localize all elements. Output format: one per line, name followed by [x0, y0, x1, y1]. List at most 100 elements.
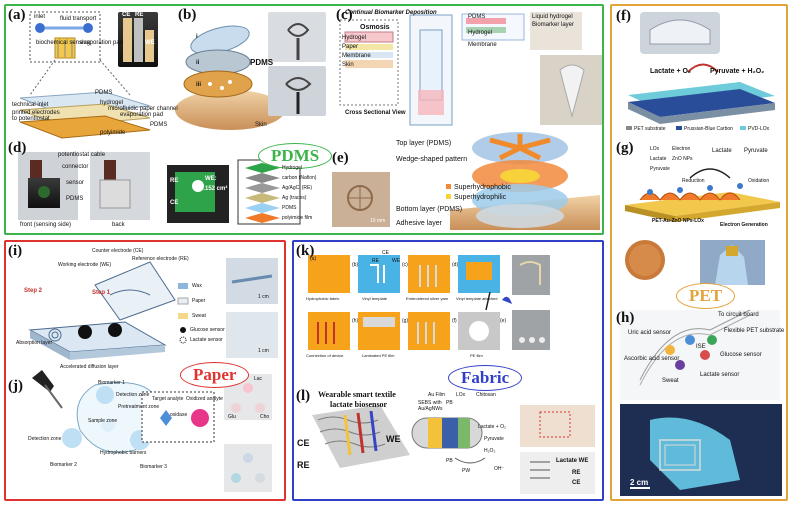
l-we: WE [386, 434, 401, 444]
k-s3: (c) [402, 262, 408, 268]
i-scale1: 1 cm [258, 294, 269, 300]
e-adhesive: Adhesive layer [396, 220, 442, 227]
g-zno: ZnO NPs [672, 156, 693, 162]
l-title1: Wearable smart textile [318, 390, 396, 399]
d-area: 0.152 cm² [200, 186, 228, 192]
e-phobic: Superhydrophobic [454, 184, 511, 191]
i-wax: Wax [192, 283, 202, 289]
f-lactate: Lactate + O₂ [650, 68, 692, 75]
g-lactate: Lactate [650, 156, 667, 162]
b-pdms: PDMS [250, 58, 274, 67]
j-oxid: Oxidized analyte [186, 396, 223, 402]
l-pbp: PB [446, 458, 453, 464]
l-lre: RE [572, 470, 581, 476]
k-c1: Hydrophobic fabric [306, 296, 340, 301]
panel-label-f: (f) [616, 8, 631, 24]
a-tech: technical inlet [12, 102, 49, 108]
j-b3: Biomarker 3 [140, 464, 167, 470]
i-glucose: Glucose sensor [190, 327, 225, 333]
a-evap: evaporation pad [80, 40, 124, 46]
d-sensor: sensor [66, 180, 85, 186]
a-to: to potentiostat [12, 116, 50, 122]
j-target: Target analyte [152, 396, 184, 402]
a-pdms: PDMS [95, 90, 113, 96]
k-we: WE [392, 258, 401, 264]
panel-c-art [339, 12, 602, 126]
panel-label-i: (i) [8, 243, 23, 259]
k-c6: Laminated PE film [362, 353, 395, 358]
a-we: WE [145, 40, 155, 46]
panel-label-h: (h) [616, 310, 635, 326]
fabric-frame [292, 240, 604, 501]
d-l4: Ag (traces) [282, 195, 307, 201]
panel-label-l: (l) [296, 388, 311, 404]
d-front: front (sensing side) [20, 222, 72, 228]
k-s5: (e) [500, 318, 507, 324]
g-pyruvate2: Pyruvate [744, 148, 768, 154]
i-accel: Accelerated diffusion layer [60, 364, 119, 370]
b-ii: ii [196, 60, 200, 66]
l-lactate: Lactate + O₂ [478, 424, 506, 430]
e-bottom: Bottom layer (PDMS) [396, 206, 463, 213]
a-ce: CE [122, 12, 131, 18]
i-paper: Paper [192, 298, 206, 304]
f-pvd: PVD-LOx [748, 126, 770, 132]
panel-d-art [18, 152, 301, 225]
category-fabric: Fabric [448, 365, 523, 391]
k-s4: (d) [452, 262, 459, 268]
h-lactate: Lactate sensor [700, 372, 740, 378]
j-pre: Pretreatment zone [118, 404, 160, 410]
k-s1: (a) [310, 256, 317, 262]
k-c2: Vinyl template [362, 296, 388, 301]
panel-i-art [28, 258, 278, 360]
a-hydrogel: hydrogel [100, 100, 124, 106]
panel-label-c: (c) [336, 7, 353, 23]
panel-f-art [626, 12, 775, 130]
g-oxidation: Oxidation [748, 178, 770, 184]
i-sweat: Sweat [192, 313, 206, 319]
c-skin: Skin [342, 62, 354, 68]
panel-e-art [332, 132, 600, 230]
i-lactate: Lactate sensor [190, 337, 223, 343]
h-scale: 2 cm [630, 478, 649, 487]
panel-label-a: (a) [8, 7, 26, 23]
c-liquid: Liquid hydrogel [532, 14, 573, 20]
l-lox: LOx [456, 392, 466, 398]
l-ce: CE [297, 438, 310, 448]
h-flex: Flexible PET substrate [724, 328, 785, 334]
k-s6: (f) [452, 318, 457, 324]
d-l5: PDMS [282, 205, 297, 211]
l-oh: OH⁻ [494, 466, 505, 472]
i-absorb: Absorption layer [16, 340, 53, 346]
j-detect2: Detection zone [28, 436, 62, 442]
category-pdms: PDMS [258, 143, 333, 169]
i-step2: Step 2 [24, 288, 43, 294]
k-s7: (g) [402, 318, 409, 324]
g-gen: Electron Generation [720, 222, 768, 228]
c-sensor: Biomarker layer [532, 22, 575, 28]
category-pet: PET [676, 283, 736, 309]
d-connector: connector [62, 164, 89, 170]
a-printed: printed electrodes [12, 110, 60, 116]
g-electron: Electron [672, 146, 691, 152]
a-poly: polyimide [100, 130, 126, 136]
c-pdms: PDMS [468, 14, 486, 20]
c-paper: Paper [342, 44, 359, 50]
g-lactate2: Lactate [712, 148, 732, 154]
l-pwp: PW [462, 468, 471, 474]
l-h2o2: H₂O₂ [484, 448, 496, 454]
panel-j-art [32, 370, 272, 492]
d-re: RE [170, 178, 179, 184]
g-lox: LOx [650, 146, 660, 152]
b-iii: iii [196, 82, 202, 88]
panel-a-art [19, 11, 158, 139]
panel-label-b: (b) [178, 7, 197, 23]
pdms-frame [4, 4, 604, 235]
j-b2: Biomarker 2 [50, 462, 77, 468]
k-ce: CE [382, 250, 389, 256]
h-asc: Ascorbic acid sensor [624, 356, 680, 362]
l-pb: PB [446, 400, 453, 406]
k-c4: Vinyl template attached [456, 296, 498, 301]
k-s8: (h) [352, 318, 359, 324]
e-scale: 10 mm [370, 218, 386, 224]
